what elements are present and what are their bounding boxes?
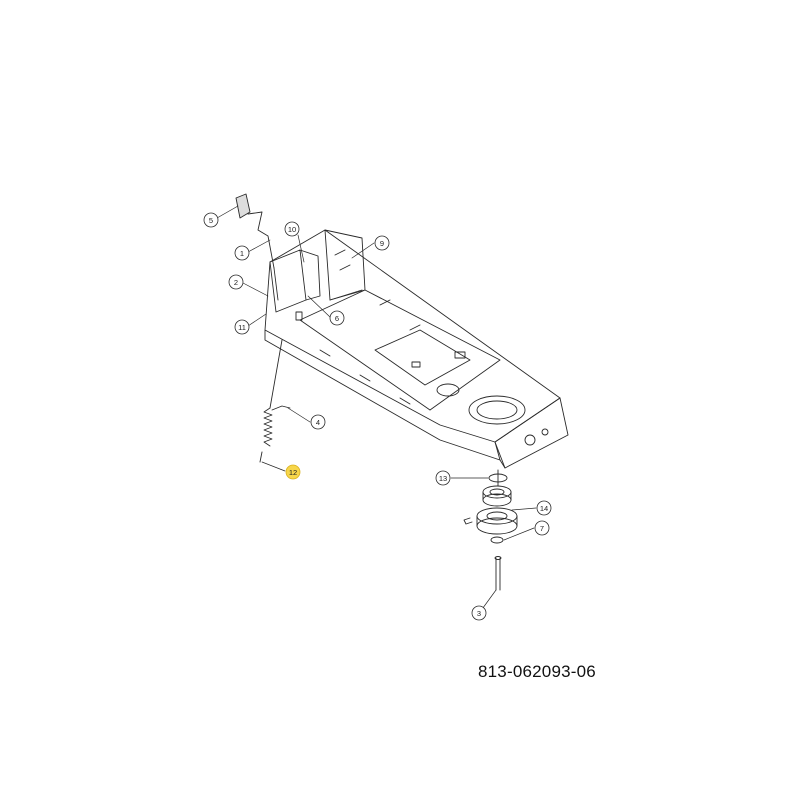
callout-5: 5 — [203, 212, 219, 228]
callout-circle — [310, 414, 326, 430]
callout-13: 13 — [435, 470, 451, 486]
pulley-assembly — [463, 469, 518, 591]
callout-label: 12 — [289, 468, 297, 477]
callout-circle — [284, 221, 300, 237]
frame-drawing — [216, 193, 569, 613]
callout-bubbles: 5 10 1 9 2 6 11 4 12 13 14 7 3 — [203, 212, 552, 621]
callout-label: 10 — [288, 225, 296, 234]
callout-4: 4 — [310, 414, 326, 430]
callout-circle — [435, 470, 451, 486]
callout-11: 11 — [234, 319, 250, 335]
callout-label: 13 — [439, 474, 447, 483]
callout-label: 14 — [540, 504, 548, 513]
leader-lines — [216, 205, 537, 613]
callout-1: 1 — [234, 245, 250, 261]
callout-circle — [471, 605, 487, 621]
callout-circle — [228, 274, 244, 290]
callout-circle — [329, 310, 345, 326]
callout-14: 14 — [536, 500, 552, 516]
tractor-frame — [264, 229, 569, 469]
callout-label: 7 — [540, 524, 544, 533]
callout-2: 2 — [228, 274, 244, 290]
callout-label: 9 — [380, 239, 384, 248]
spring-rod — [259, 339, 291, 463]
callout-10: 10 — [284, 221, 300, 237]
callout-label: 4 — [316, 418, 320, 427]
callout-7: 7 — [534, 520, 550, 536]
callout-circle — [203, 212, 219, 228]
callout-label: 5 — [209, 216, 213, 225]
lift-lever — [235, 193, 279, 301]
callout-circle — [234, 245, 250, 261]
callout-circle — [285, 464, 301, 480]
callout-3: 3 — [471, 605, 487, 621]
reference-number: 813-062093-06 — [478, 662, 596, 681]
callout-circle — [534, 520, 550, 536]
callout-label: 2 — [234, 278, 238, 287]
callout-9: 9 — [374, 235, 390, 251]
callout-12: 12 — [285, 464, 301, 480]
callout-6: 6 — [329, 310, 345, 326]
callout-circle — [234, 319, 250, 335]
callout-label: 11 — [238, 323, 246, 332]
callout-circle — [374, 235, 390, 251]
callout-label: 6 — [335, 314, 339, 323]
callout-label: 3 — [477, 609, 481, 618]
callout-circle — [536, 500, 552, 516]
callout-label: 1 — [240, 249, 244, 258]
